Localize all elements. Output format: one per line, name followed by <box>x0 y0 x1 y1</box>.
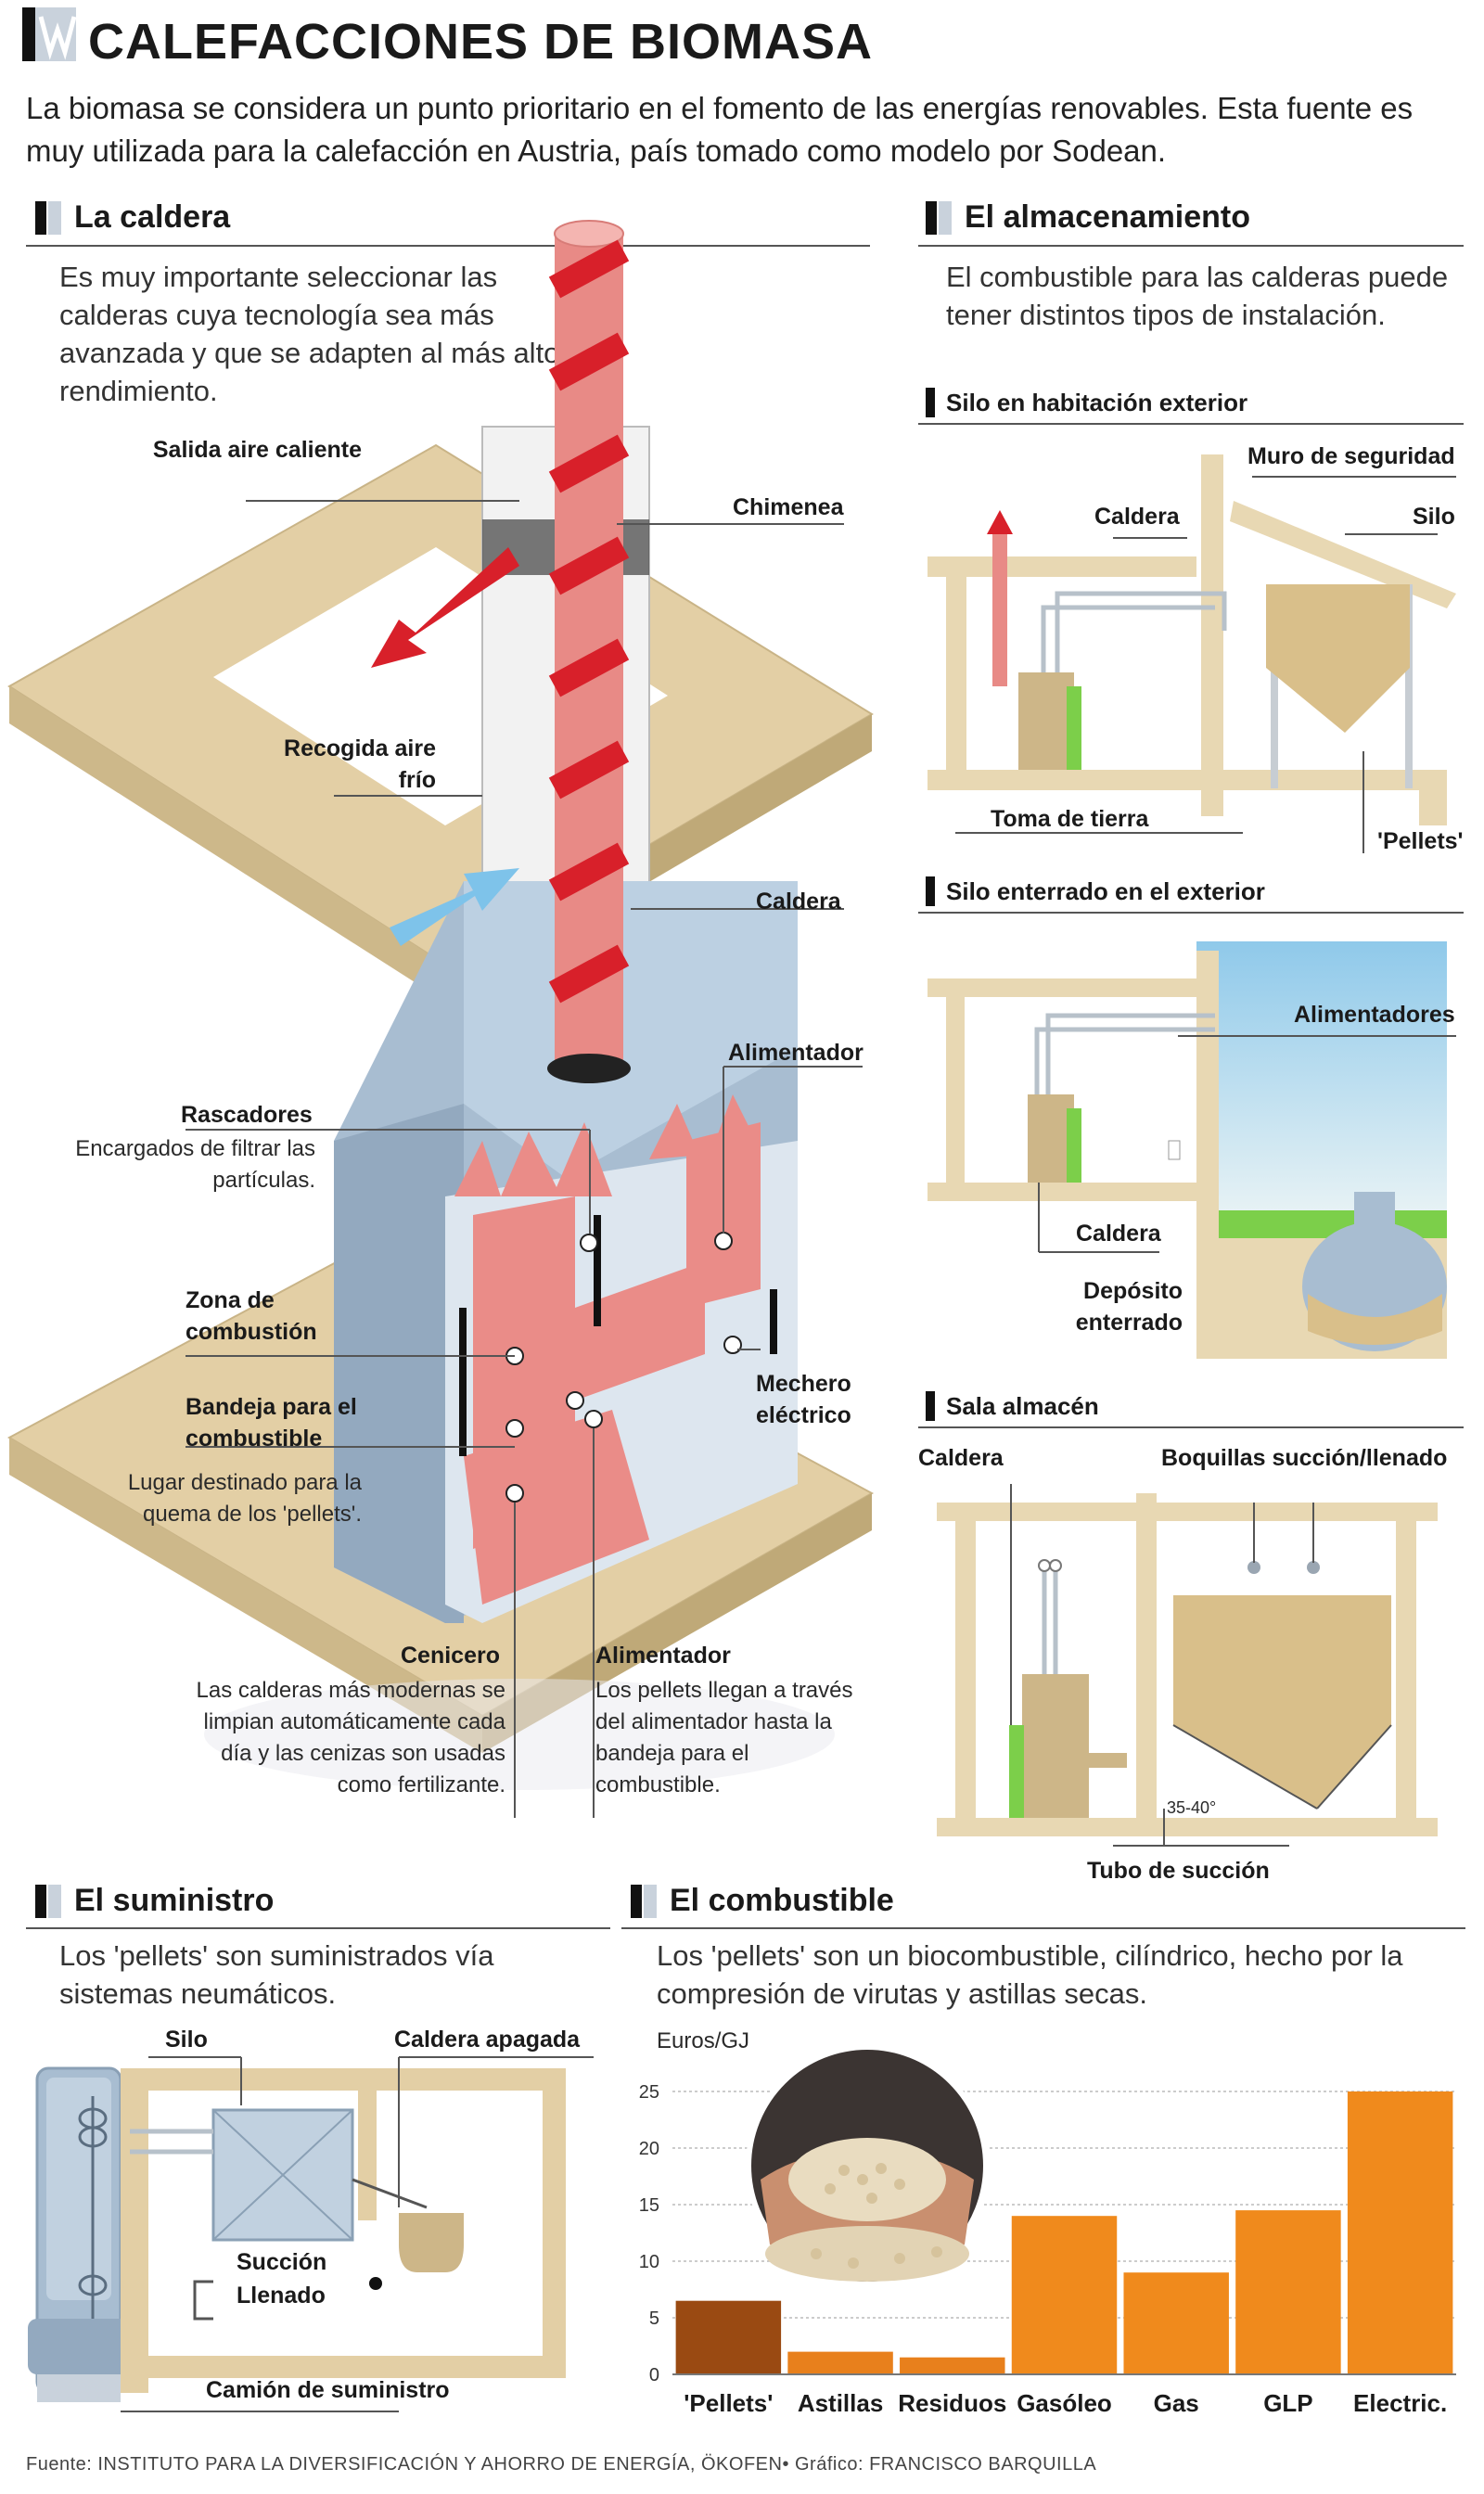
bar <box>900 2357 1005 2374</box>
label-succion: Succión <box>237 2249 327 2275</box>
x-tick-label: Gas <box>1154 2389 1199 2417</box>
subsection-exterior-heading: Silo en habitación exterior <box>926 388 1247 417</box>
divider <box>918 912 1464 914</box>
label-caldera-enterrado: Caldera <box>1076 1221 1161 1247</box>
label-caldera-apagada: Caldera apagada <box>394 2027 581 2053</box>
label-llenado: Llenado <box>237 2283 326 2309</box>
bar <box>675 2300 782 2374</box>
label-silo: Silo <box>1413 504 1455 530</box>
label-recogida-aire: Recogida aire frío <box>284 735 436 793</box>
label-alimentadores: Alimentadores <box>1294 1002 1455 1028</box>
almacenamiento-text: El combustible para las calderas puede t… <box>946 261 1449 331</box>
label-caldera-sala: Caldera <box>918 1445 1004 1471</box>
label-rascadores-desc: Encargados de filtrar las partículas. <box>75 1136 315 1193</box>
label-alimentador-top: Alimentador <box>728 1040 864 1066</box>
pellets-hands-image <box>746 2044 989 2287</box>
x-tick-label: Residuos <box>898 2389 1006 2417</box>
chart-unit-label: Euros/GJ <box>657 2028 750 2053</box>
sala-almacen-diagram <box>937 1484 1438 1847</box>
y-tick-label: 15 <box>639 2195 659 2216</box>
label-deposito-enterrado: Depósito enterrado <box>1075 1278 1183 1336</box>
label-caldera-exterior: Caldera <box>1094 504 1180 530</box>
label-angle: 35-40° <box>1167 1798 1217 1817</box>
label-bandeja-desc: Lugar destinado para la quema de los 'pe… <box>127 1470 362 1527</box>
intro-text: La biomasa se considera un punto priorit… <box>26 91 1414 168</box>
logo-icon <box>22 7 77 61</box>
silo-enterrado-diagram <box>928 941 1456 1359</box>
x-tick-label: Astillas <box>798 2389 884 2417</box>
label-camion: Camión de suministro <box>206 2377 450 2403</box>
divider <box>26 245 870 247</box>
bar <box>1011 2216 1118 2374</box>
y-tick-label: 25 <box>639 2082 659 2103</box>
caldera-text: Es muy importante seleccionar las calder… <box>59 261 560 407</box>
label-tubo-succion: Tubo de succión <box>1087 1858 1270 1884</box>
silo-exterior-diagram <box>928 454 1456 853</box>
label-salida-aire: Salida aire caliente <box>152 437 362 463</box>
section-combustible-heading: El combustible <box>631 1883 894 1919</box>
label-rascadores: Rascadores <box>181 1102 313 1128</box>
divider <box>918 423 1464 425</box>
divider <box>621 1927 1465 1929</box>
label-muro-seguridad: Muro de seguridad <box>1247 443 1455 469</box>
divider <box>26 1927 610 1929</box>
bar <box>787 2351 893 2374</box>
y-tick-label: 0 <box>649 2365 659 2385</box>
bar <box>1347 2091 1453 2374</box>
x-tick-label: GLP <box>1263 2389 1312 2417</box>
x-tick-label: 'Pellets' <box>684 2389 773 2417</box>
label-boquillas: Boquillas succión/llenado <box>1161 1445 1448 1471</box>
combustible-text: Los 'pellets' son un biocombustible, cil… <box>657 1939 1403 2010</box>
y-tick-label: 5 <box>649 2309 659 2329</box>
label-cenicero: Cenicero <box>401 1643 500 1669</box>
label-mechero: Mechero eléctrico <box>756 1371 851 1428</box>
section-caldera-heading: La caldera <box>35 199 230 236</box>
x-tick-label: Gasóleo <box>1017 2389 1112 2417</box>
section-suministro-heading: El suministro <box>35 1883 274 1919</box>
section-almacenamiento-heading: El almacenamiento <box>926 199 1250 236</box>
label-bandeja: Bandeja para el combustible <box>186 1394 357 1452</box>
label-silo-suministro: Silo <box>165 2027 208 2053</box>
subsection-enterrado-heading: Silo enterrado en el exterior <box>926 876 1265 906</box>
suministro-diagram <box>28 2056 594 2412</box>
label-cenicero-desc: Las calderas más modernas se limpian aut… <box>196 1678 506 1797</box>
bar <box>1235 2210 1341 2374</box>
y-tick-label: 20 <box>639 2139 659 2159</box>
label-zona-combustion: Zona de combustión <box>186 1287 317 1345</box>
x-tick-label: Electric. <box>1353 2389 1447 2417</box>
page-title: CALEFACCIONES DE BIOMASA <box>88 14 874 70</box>
label-alimentador: Alimentador <box>595 1643 731 1669</box>
label-alimentador-desc: Los pellets llegan a través del alimenta… <box>595 1678 853 1797</box>
divider <box>918 1426 1464 1428</box>
label-pellets: 'Pellets' <box>1377 828 1464 854</box>
boiler-diagram <box>6 220 875 1818</box>
source-footer: Fuente: INSTITUTO PARA LA DIVERSIFICACIÓ… <box>26 2454 1097 2475</box>
bar <box>1123 2272 1229 2374</box>
divider <box>918 245 1464 247</box>
subsection-sala-heading: Sala almacén <box>926 1391 1099 1421</box>
label-caldera: Caldera <box>756 889 841 914</box>
suministro-text: Los 'pellets' son suministrados vía sist… <box>59 1939 494 2010</box>
fuel-price-chart: 0 5 10 15 20 25 'Pellets' Astillas Residuos Gasól… <box>639 2082 1456 2417</box>
label-chimenea: Chimenea <box>733 494 844 520</box>
label-toma-tierra: Toma de tierra <box>991 806 1149 832</box>
y-tick-label: 10 <box>639 2252 659 2272</box>
